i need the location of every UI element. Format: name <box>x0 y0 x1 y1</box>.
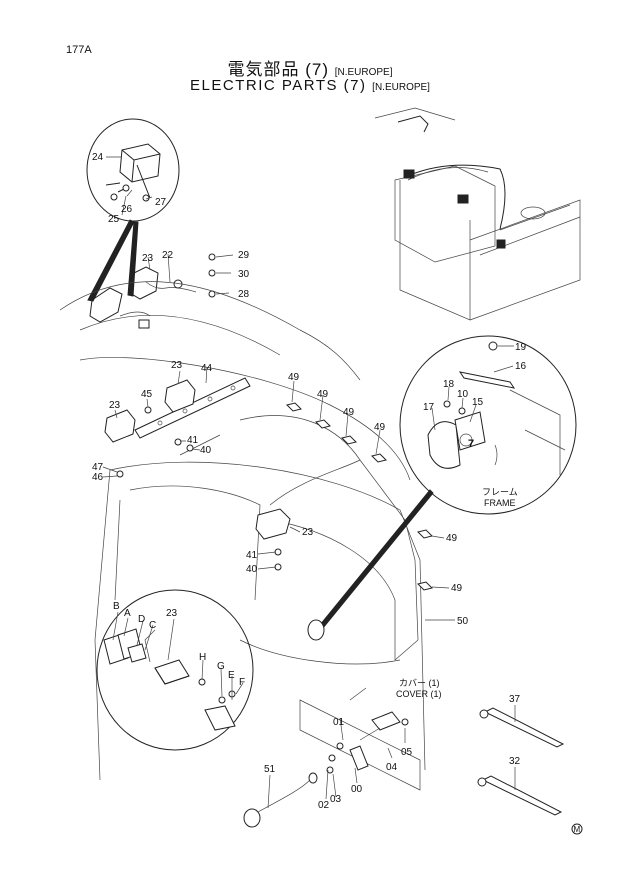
page-number: 177A <box>66 44 92 56</box>
callout-18: 18 <box>443 379 455 390</box>
callout-49-b: 49 <box>317 389 329 400</box>
callout-37: 37 <box>509 694 521 705</box>
callout-49-c: 49 <box>343 407 355 418</box>
mark-letter: M <box>574 825 581 834</box>
callout-19: 19 <box>515 342 527 353</box>
rotary-switch <box>243 711 409 828</box>
callout-50: 50 <box>457 616 469 627</box>
callout-05: 05 <box>401 747 413 758</box>
callout-23-e: 23 <box>166 608 178 619</box>
callout-7: 7 <box>468 438 474 450</box>
callout-30: 30 <box>238 269 250 280</box>
detail-circle-lamp <box>96 589 254 751</box>
clips <box>286 402 433 591</box>
callout-01: 01 <box>333 717 345 728</box>
callout-44: 44 <box>201 363 213 374</box>
callout-25: 25 <box>108 214 120 225</box>
callout-47: 47 <box>92 462 104 473</box>
callout-03: 03 <box>330 794 342 805</box>
callout-22: 22 <box>162 250 174 261</box>
title-japanese: 電気部品 (7) [N.EUROPE] <box>0 55 620 80</box>
title-en-text: ELECTRIC PARTS (7) <box>190 77 367 94</box>
callout-40-a: 40 <box>200 445 212 456</box>
title-english: ELECTRIC PARTS (7) [N.EUROPE] <box>0 77 620 94</box>
callout-40-b: 40 <box>246 564 258 575</box>
callout-C: C <box>149 620 156 631</box>
callout-15: 15 <box>472 397 484 408</box>
callout-32: 32 <box>509 756 521 767</box>
callout-00: 00 <box>351 784 363 795</box>
excavator-sketch <box>374 107 581 321</box>
callout-24: 24 <box>92 152 104 163</box>
callout-23-d: 23 <box>302 527 314 538</box>
mark-circle <box>571 823 583 835</box>
callout-D: D <box>138 614 145 625</box>
callout-23-b: 23 <box>171 360 183 371</box>
cable-ties <box>477 707 565 816</box>
callout-labels: 24 26 25 27 23 22 29 30 28 23 44 45 23 4… <box>92 152 527 811</box>
callout-41-b: 41 <box>246 550 258 561</box>
callout-A: A <box>124 608 131 619</box>
callout-27: 27 <box>155 197 167 208</box>
title-en-region: [N.EUROPE] <box>372 82 430 93</box>
cover-label-en: COVER (1) <box>396 689 442 699</box>
callout-45: 45 <box>141 389 153 400</box>
callout-29: 29 <box>238 250 250 261</box>
callout-51: 51 <box>264 764 276 775</box>
callout-49-e: 49 <box>446 533 458 544</box>
roof-rail <box>104 377 419 661</box>
callout-H: H <box>199 652 206 663</box>
callout-23-a: 23 <box>142 253 154 264</box>
frame-label-jp: フレーム <box>482 487 518 497</box>
callout-46: 46 <box>92 472 104 483</box>
callout-16: 16 <box>515 361 527 372</box>
leader-lines <box>102 156 516 809</box>
callout-E: E <box>228 670 235 681</box>
callout-02: 02 <box>318 800 330 811</box>
callout-04: 04 <box>386 762 398 773</box>
callout-17: 17 <box>423 402 435 413</box>
callout-G: G <box>217 661 225 672</box>
callout-49-d: 49 <box>374 422 386 433</box>
callout-28: 28 <box>238 289 250 300</box>
callout-10: 10 <box>457 389 469 400</box>
callout-49-f: 49 <box>451 583 463 594</box>
title-jp-region: [N.EUROPE] <box>334 67 393 78</box>
callout-F: F <box>239 677 245 688</box>
detail-circle-frame <box>307 335 577 641</box>
title-jp-text: 電気部品 (7) <box>227 60 329 79</box>
callout-41-a: 41 <box>187 435 199 446</box>
callout-26: 26 <box>121 204 133 215</box>
upper-left-bracket <box>59 253 361 381</box>
annotation-labels: フレーム FRAME カバー (1) COVER (1) M <box>396 487 583 835</box>
callout-B: B <box>113 601 120 612</box>
frame-label-en: FRAME <box>484 498 516 508</box>
cover-label-jp: カバー (1) <box>399 678 440 688</box>
cab-outline <box>79 357 426 791</box>
callout-49-a: 49 <box>288 372 300 383</box>
callout-23-c: 23 <box>109 400 121 411</box>
